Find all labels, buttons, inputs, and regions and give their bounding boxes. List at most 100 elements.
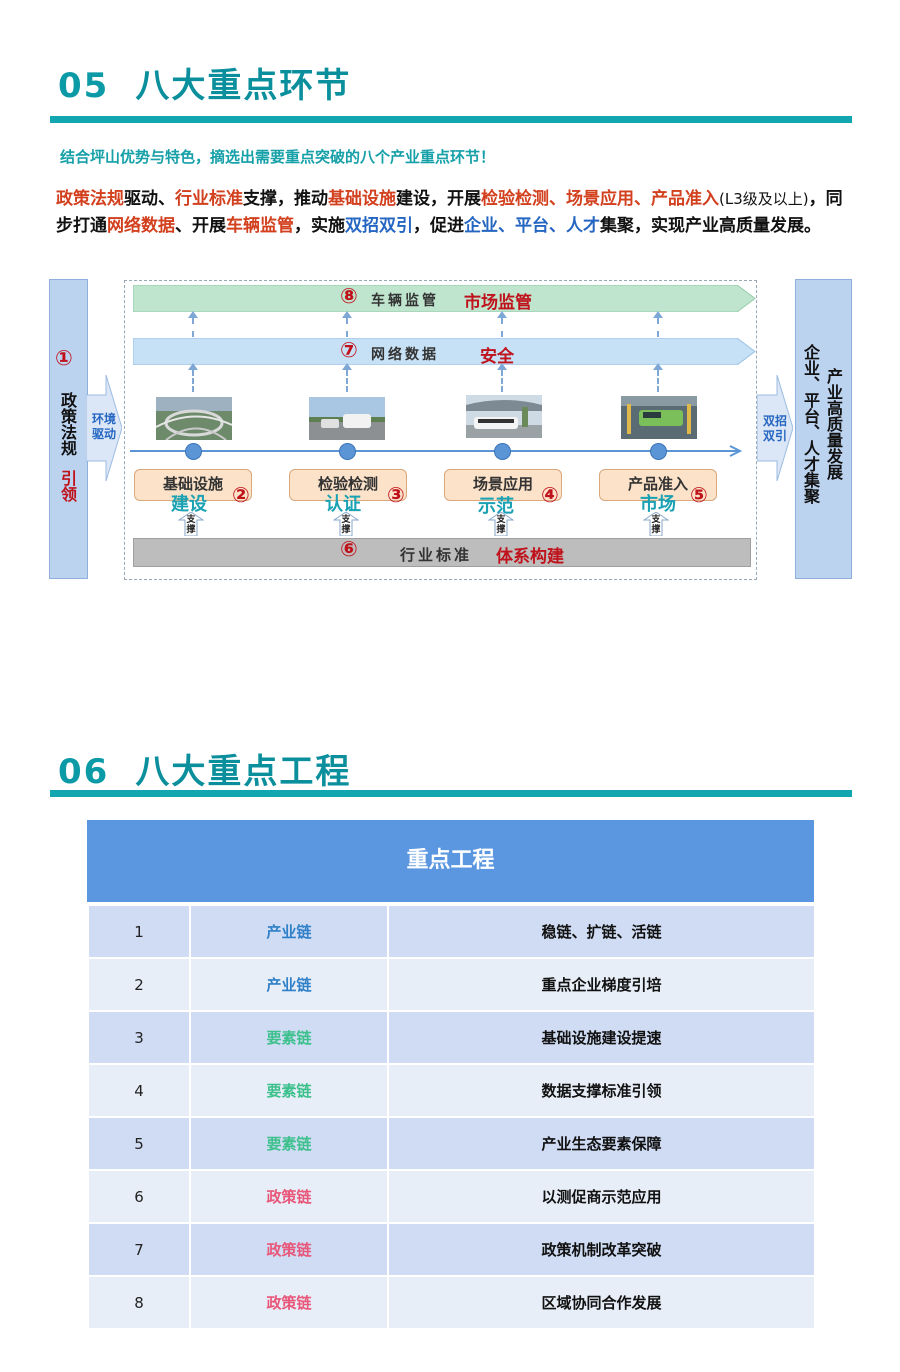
dashed-arrow-line: [657, 318, 659, 337]
timeline-arrow: [130, 445, 743, 457]
right-panel-col2: 企业、平台、人才集聚: [801, 344, 820, 504]
node-market-access-sub: 市场: [640, 494, 676, 515]
project-name: 数据支撑标准引领: [387, 1063, 814, 1117]
photo-test-vehicle: [309, 397, 385, 440]
row-number: 3: [87, 1010, 190, 1064]
band8-red-label: 市场监管: [464, 293, 532, 313]
timeline-dot: [339, 443, 356, 460]
intro-paragraph: 政策法规驱动、行业标准支撑，推动基础设施建设，开展检验检测、场景应用、产品准入(…: [56, 186, 856, 240]
dashed-arrow-line: [192, 370, 194, 392]
paragraph-segment: 网络数据: [107, 216, 175, 236]
project-name: 重点企业梯度引培: [387, 957, 814, 1011]
section-05-title: 05 八大重点环节: [58, 58, 351, 107]
section-heading: 八大重点环节: [135, 66, 352, 106]
project-name: 产业生态要素保障: [387, 1116, 814, 1170]
paragraph-segment: 政策法规: [56, 189, 124, 209]
paragraph-segment: 企业、平台、人才: [464, 216, 600, 236]
chain-type: 政策链: [189, 1275, 388, 1328]
chain-type: 产业链: [189, 904, 388, 958]
band-industry-standards: [133, 538, 751, 567]
dashed-arrow-head: [188, 363, 198, 370]
timeline-dot: [185, 443, 202, 460]
dashed-arrow-head: [653, 311, 663, 318]
paragraph-segment: 检验检测、场景应用、产品准入: [481, 189, 719, 209]
band7-label: 网络数据: [371, 347, 439, 363]
dashed-arrow-line: [501, 370, 503, 392]
band-vehicle-supervision: [133, 285, 756, 312]
paragraph-segment: ，促进: [413, 216, 464, 236]
marker-2: ②: [232, 483, 250, 507]
dashed-arrow-head: [342, 363, 352, 370]
paragraph-segment: 建设，开展: [396, 189, 481, 209]
paragraph-segment: 基础设施: [328, 189, 396, 209]
paragraph-segment: ，同步打通: [56, 189, 843, 236]
section-divider: [50, 790, 852, 797]
support-arrow: 支撑: [643, 512, 669, 536]
marker-4: ④: [541, 483, 559, 507]
photo-aerial-interchange: [156, 397, 232, 440]
support-arrow: 支撑: [178, 512, 204, 536]
row-number: 1: [87, 904, 190, 958]
dashed-arrow-line: [346, 318, 348, 337]
paragraph-segment: ，实施: [294, 216, 345, 236]
project-name: 基础设施建设提速: [387, 1010, 814, 1064]
support-label: 支撑: [496, 515, 506, 535]
row-number: 6: [87, 1169, 190, 1223]
support-arrow: 支撑: [488, 512, 514, 536]
chain-type: 要素链: [189, 1116, 388, 1170]
dashed-arrow-line: [657, 370, 659, 392]
right-panel-col1: 产业高质量发展: [824, 368, 843, 480]
recruitment-arrow: [757, 374, 793, 482]
dashed-arrow-head: [497, 363, 507, 370]
node-scenario: 场景应用: [444, 469, 562, 501]
dashed-arrow-line: [346, 370, 348, 392]
photo-factory-line: [621, 396, 697, 439]
section-06-title: 06 八大重点工程: [58, 744, 351, 793]
photo-autonomous-bus: [466, 395, 542, 438]
left-panel-red-text: 引领: [58, 470, 77, 502]
timeline-dot: [650, 443, 667, 460]
timeline-dot: [494, 443, 511, 460]
chain-type: 产业链: [189, 957, 388, 1011]
node-infrastructure-sub: 建设: [171, 494, 207, 515]
band6-red-label: 体系构建: [496, 547, 564, 567]
recruitment-arrow-label: 双招双引: [762, 414, 787, 443]
row-number: 2: [87, 957, 190, 1011]
right-development-panel: 产业高质量发展 企业、平台、人才集聚: [795, 279, 852, 579]
project-name: 稳链、扩链、活链: [387, 904, 814, 958]
project-name: 以测促商示范应用: [387, 1169, 814, 1223]
environment-arrow-label: 环境驱动: [91, 412, 116, 441]
row-number: 4: [87, 1063, 190, 1117]
marker-7: ⑦: [340, 338, 358, 362]
support-arrow: 支撑: [333, 512, 359, 536]
paragraph-segment: (L3级及以上): [719, 190, 809, 208]
chain-type: 政策链: [189, 1222, 388, 1276]
paragraph-segment: 双招双引: [345, 216, 413, 236]
marker-1: ①: [55, 346, 73, 370]
node-testing: 检验检测: [289, 469, 407, 501]
section-number: 05: [58, 66, 110, 106]
chain-type: 要素链: [189, 1063, 388, 1117]
section-subtitle: 结合坪山优势与特色，摘选出需要重点突破的八个产业重点环节！: [60, 148, 496, 166]
node-testing-sub: 认证: [325, 494, 361, 515]
chain-type: 要素链: [189, 1010, 388, 1064]
section-heading: 八大重点工程: [135, 752, 352, 792]
node-scenario-sub: 示范: [478, 496, 514, 517]
marker-3: ③: [387, 483, 405, 507]
section-divider: [50, 116, 852, 123]
support-label: 支撑: [651, 515, 661, 535]
marker-6: ⑥: [340, 537, 358, 561]
table-header: 重点工程: [87, 820, 814, 902]
section-number: 06: [58, 752, 110, 792]
node-market-access: 产品准入: [599, 469, 717, 501]
paragraph-segment: 车辆监管: [226, 216, 294, 236]
band7-red-label: 安全: [480, 347, 514, 367]
project-name: 区域协同合作发展: [387, 1275, 814, 1328]
